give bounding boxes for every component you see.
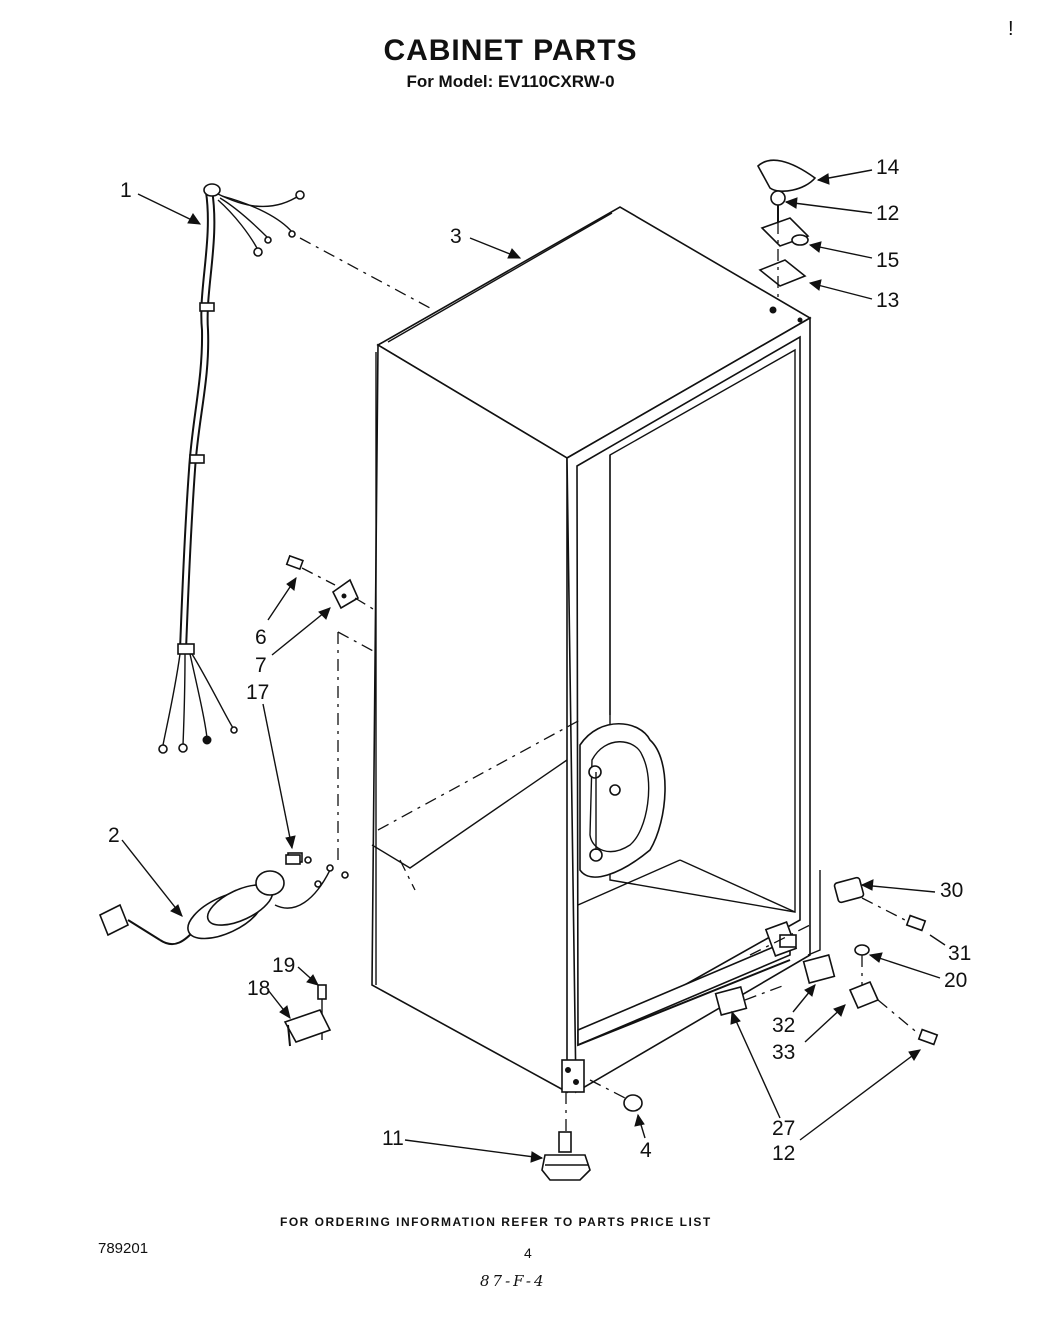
- callout-1: 1: [120, 179, 132, 202]
- ordering-info-note: FOR ORDERING INFORMATION REFER TO PARTS …: [280, 1215, 712, 1229]
- rear-compartment: [579, 722, 666, 878]
- callout-18: 18: [247, 977, 271, 1000]
- callout-7: 7: [255, 654, 267, 677]
- callout-12-bottom: 12: [772, 1142, 796, 1165]
- callout-4: 4: [640, 1139, 652, 1162]
- callout-11: 11: [382, 1127, 404, 1150]
- callout-6: 6: [255, 626, 267, 649]
- callout-30: 30: [940, 879, 964, 902]
- lower-hinge-group: [714, 870, 939, 1046]
- callout-3: 3: [450, 225, 462, 248]
- model-subtitle: For Model: EV110CXRW-0: [406, 72, 615, 91]
- callout-27: 27: [772, 1117, 796, 1140]
- wire-harness: [158, 183, 431, 754]
- left-fasteners: [285, 554, 379, 888]
- leveling-legs: [541, 1079, 643, 1181]
- page-title: CABINET PARTS: [383, 34, 638, 67]
- callout-2: 2: [108, 824, 120, 847]
- cabinet-opening: [576, 335, 801, 1047]
- power-cord: [98, 852, 349, 946]
- cabinet-body: [337, 206, 812, 1094]
- top-hinge-group: [756, 159, 817, 302]
- callout-12-top: 12: [876, 202, 900, 225]
- callout-14: 14: [876, 156, 900, 179]
- cabinet-side-face: [371, 343, 568, 1094]
- callout-32: 32: [772, 1014, 796, 1037]
- callout-13: 13: [876, 289, 900, 312]
- cord-clamp: [283, 984, 332, 1047]
- page-number: 4: [524, 1245, 532, 1261]
- callout-33: 33: [772, 1041, 796, 1064]
- leader-lines: [121, 169, 946, 1163]
- callout-19: 19: [272, 954, 296, 977]
- document-code: 789201: [98, 1240, 149, 1257]
- callout-15: 15: [876, 249, 900, 272]
- handwritten-date-mark: 87-F-4: [480, 1272, 547, 1290]
- callout-20: 20: [944, 969, 968, 992]
- corner-mark: ǃ: [1008, 18, 1014, 40]
- callout-17: 17: [246, 681, 270, 704]
- callout-31: 31: [948, 942, 972, 965]
